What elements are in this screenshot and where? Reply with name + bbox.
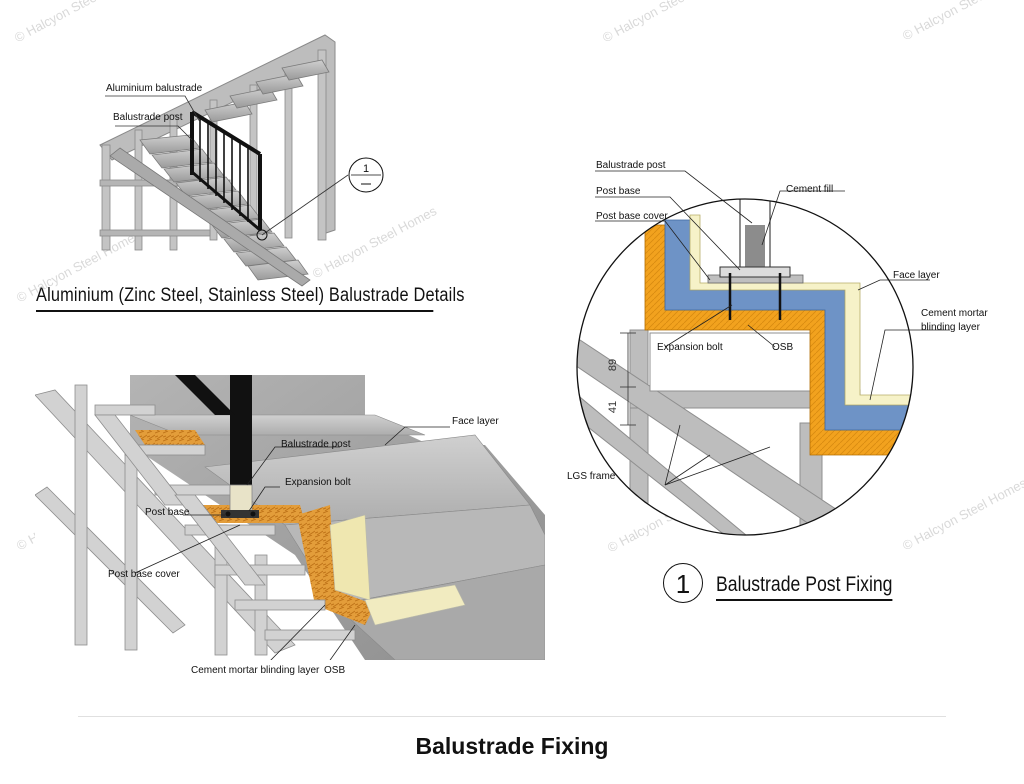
detail-callout-expansion-bolt: Expansion bolt [657,342,723,353]
watermark: © Halcyon Steel Homes [900,0,1024,44]
callout-balustrade-post: Balustrade post [113,112,183,123]
callout-expansion-bolt: Expansion bolt [285,477,351,488]
callout-aluminium-balustrade: Aluminium balustrade [106,83,203,94]
watermark: © Halcyon Steel Homes [600,0,730,46]
callout-post-base-cover: Post base cover [108,569,180,580]
detail-callout-face-layer: Face layer [893,270,940,281]
stair-cutaway-illustration [35,375,545,660]
detail-callout-blinding-layer: blinding layer [921,322,980,333]
callout-face-layer: Face layer [452,416,499,427]
callout-cement-mortar-blinding-layer: Cement mortar blinding layer [191,665,320,676]
balustrade-details-heading: Aluminium (Zinc Steel, Stainless Steel) … [36,285,464,312]
detail-number-marker: 1 [663,563,703,603]
callout-osb: OSB [324,665,346,676]
dimension-89: 89 [607,359,619,371]
callout-balustrade-post: Balustrade post [281,439,351,450]
detail-reference-number: 1 [363,163,369,175]
detail-callout-lgs-frame: LGS frame [567,471,616,482]
callout-post-base: Post base [145,507,190,518]
dimension-41: 41 [607,401,619,413]
staircase-frame-illustration [99,34,349,287]
detail-callout-cement-mortar: Cement mortar [921,308,988,319]
detail-callout-osb: OSB [772,342,794,353]
footer-divider [78,716,946,717]
detail-callout-post-base: Post base [596,186,641,197]
detail-callout-post-base-cover: Post base cover [596,211,668,222]
page-title: Balustrade Fixing [415,733,609,759]
detail-callout-balustrade-post: Balustrade post [596,160,666,171]
detail-reference-marker: 1 [348,157,384,193]
balustrade-post-fixing-caption: Balustrade Post Fixing [716,573,893,601]
detail-callout-cement-fill: Cement fill [786,184,834,195]
post-fixing-section-detail: 89 41 [576,170,950,536]
